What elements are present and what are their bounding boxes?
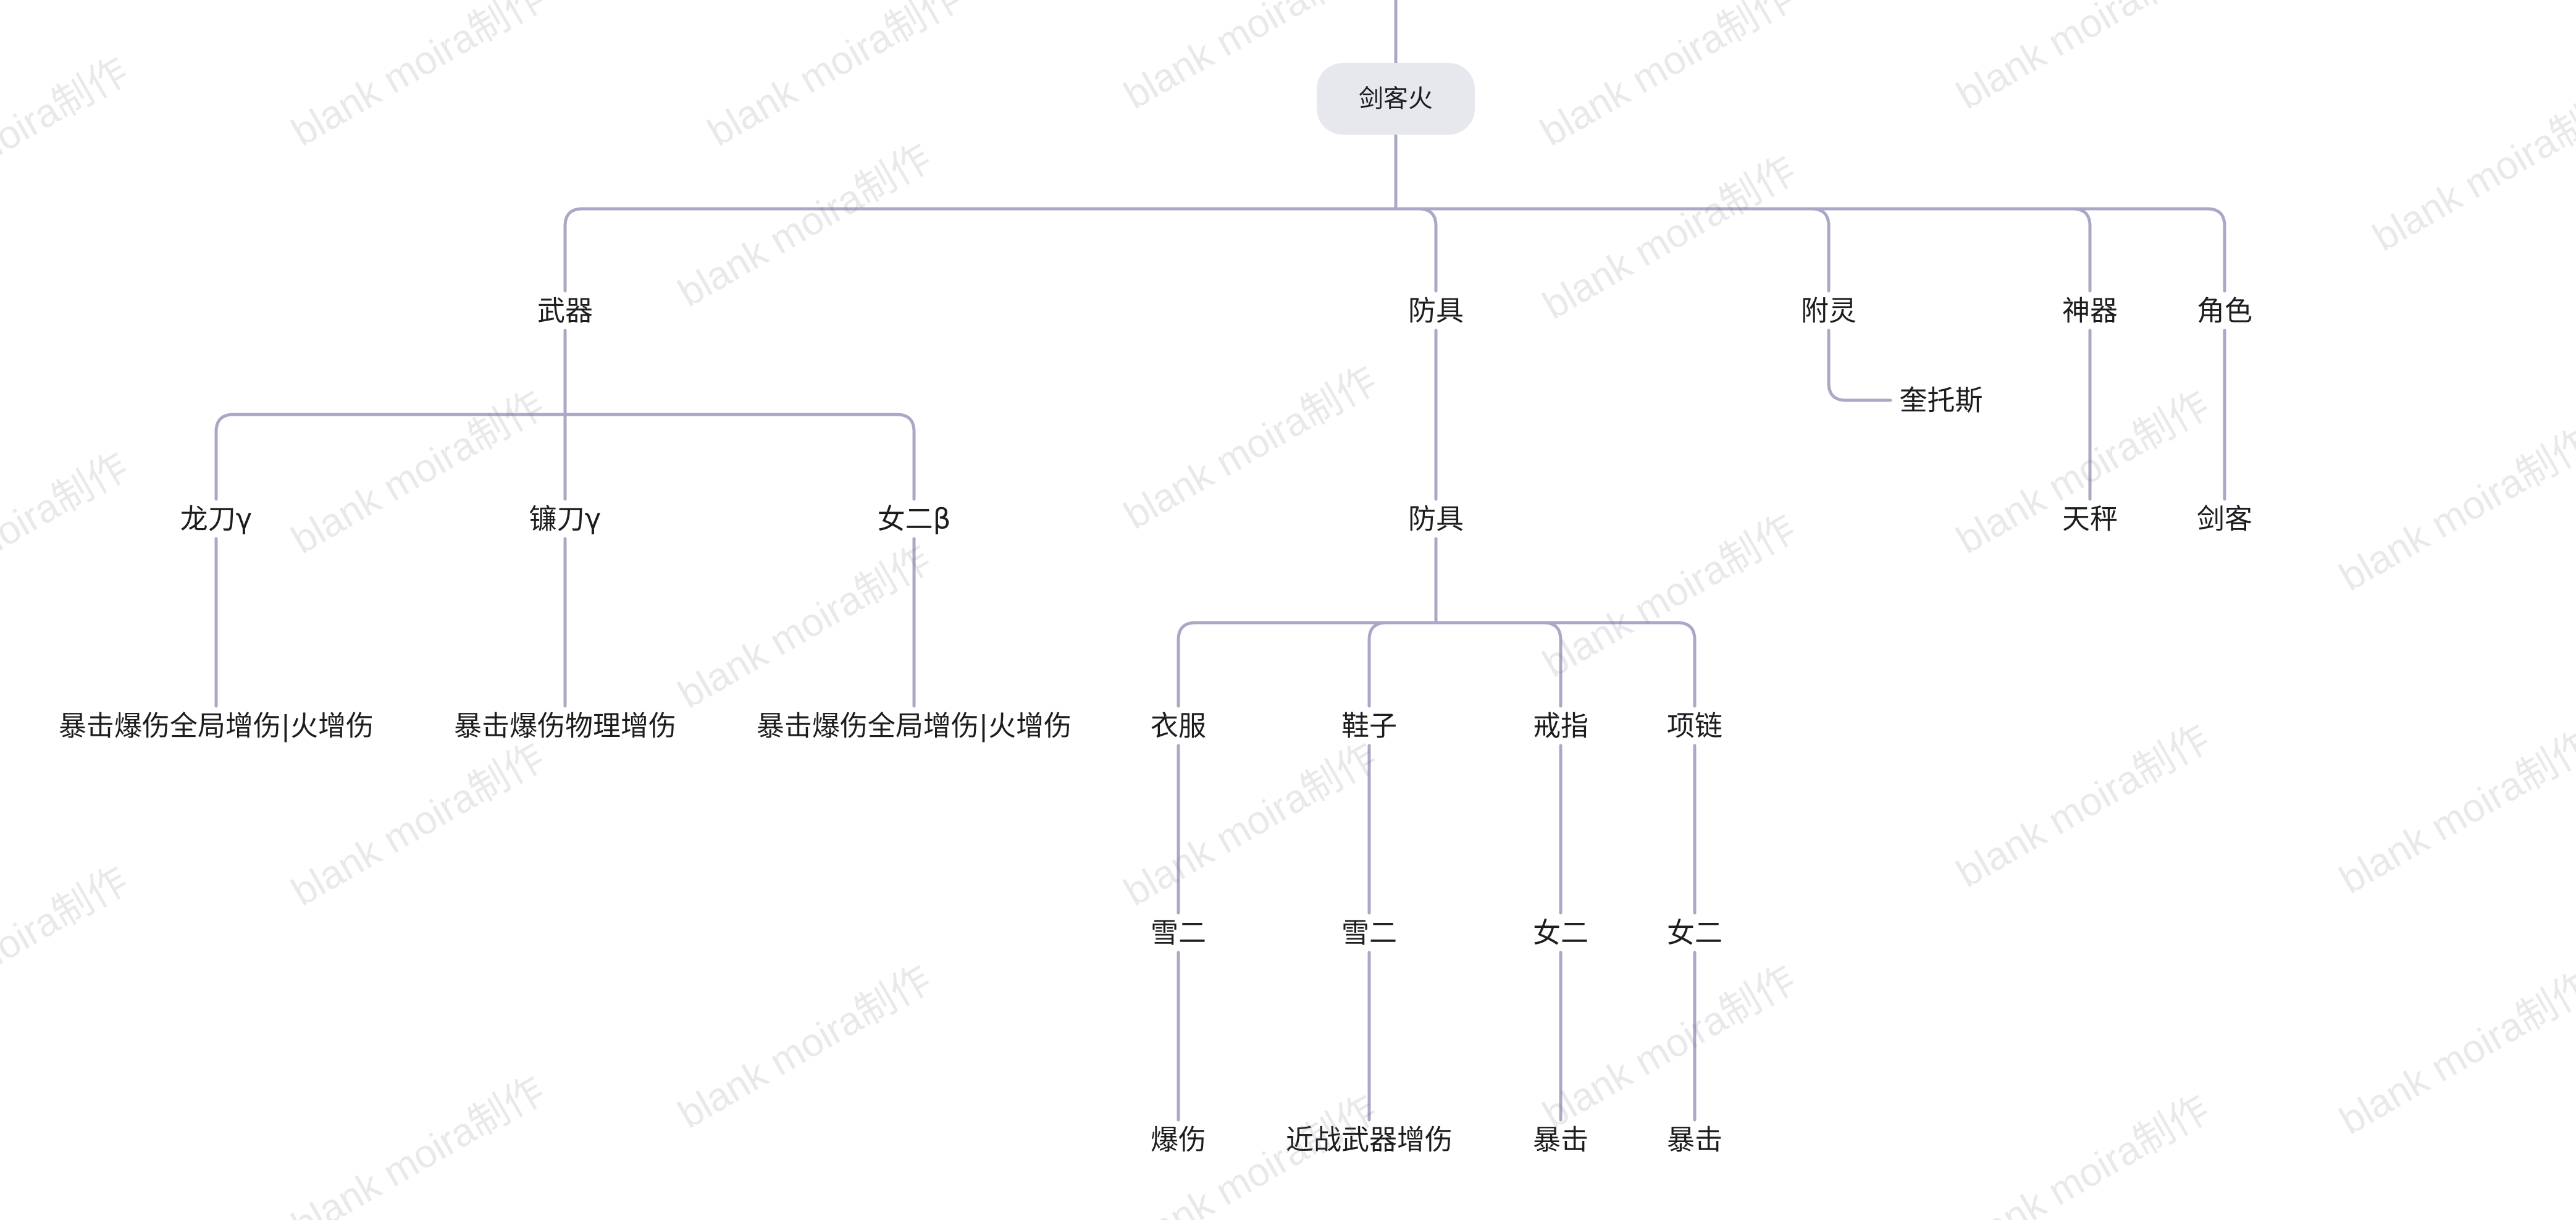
node-enchant-kratos[interactable]: 奎托斯 <box>1895 382 1987 418</box>
node-armor[interactable]: 防具 <box>1404 293 1468 329</box>
node-weapon-scythe[interactable]: 镰刀γ <box>525 501 605 537</box>
node-weapon-scythe-stats[interactable]: 暴击爆伤物理增伤 <box>450 708 681 744</box>
node-armor-sub[interactable]: 防具 <box>1404 501 1468 537</box>
node-armor-clothes-set[interactable]: 雪二 <box>1146 915 1210 951</box>
node-armor-ring-set[interactable]: 女二 <box>1529 915 1593 951</box>
node-weapon-dragon-blade-stats[interactable]: 暴击爆伤全局增伤|火增伤 <box>54 708 378 744</box>
connector-a1 <box>1177 621 1198 708</box>
node-armor-necklace-stat[interactable]: 暴击 <box>1663 1122 1727 1158</box>
node-armor-shoes-set[interactable]: 雪二 <box>1337 915 1401 951</box>
node-armor-shoes-stat[interactable]: 近战武器增伤 <box>1282 1122 1457 1158</box>
connector-enchant <box>1810 207 1831 293</box>
node-armor-clothes-stat[interactable]: 爆伤 <box>1146 1122 1210 1158</box>
node-enchant[interactable]: 附灵 <box>1797 293 1861 329</box>
node-artifact[interactable]: 神器 <box>2058 293 2122 329</box>
connector-armor <box>1417 207 1438 293</box>
connector-a4 <box>1676 621 1697 708</box>
connector-enchant-kratos <box>1827 329 1892 402</box>
connector-role <box>2205 207 2226 293</box>
node-armor-necklace-set[interactable]: 女二 <box>1663 915 1727 951</box>
root-node[interactable]: 剑客火 <box>1317 63 1475 135</box>
node-armor-shoes[interactable]: 鞋子 <box>1337 708 1401 744</box>
node-weapon-nv2-stats[interactable]: 暴击爆伤全局增伤|火增伤 <box>752 708 1076 744</box>
node-artifact-libra[interactable]: 天秤 <box>2058 501 2122 537</box>
node-armor-ring[interactable]: 戒指 <box>1529 708 1593 744</box>
node-armor-ring-stat[interactable]: 暴击 <box>1529 1122 1593 1158</box>
connector-a3 <box>1542 621 1563 708</box>
node-weapon[interactable]: 武器 <box>533 293 597 329</box>
node-weapon-dragon-blade[interactable]: 龙刀γ <box>176 501 256 537</box>
node-armor-clothes[interactable]: 衣服 <box>1146 708 1210 744</box>
node-armor-necklace[interactable]: 项链 <box>1663 708 1727 744</box>
node-role[interactable]: 角色 <box>2192 293 2257 329</box>
node-role-swordsman[interactable]: 剑客 <box>2192 501 2257 537</box>
connector-w3 <box>895 413 916 501</box>
node-weapon-nv2[interactable]: 女二β <box>873 501 955 537</box>
connector-weapon <box>563 207 584 293</box>
connector-w1 <box>214 413 235 501</box>
connector-a2 <box>1367 621 1388 708</box>
connector-artifact <box>2071 207 2092 293</box>
